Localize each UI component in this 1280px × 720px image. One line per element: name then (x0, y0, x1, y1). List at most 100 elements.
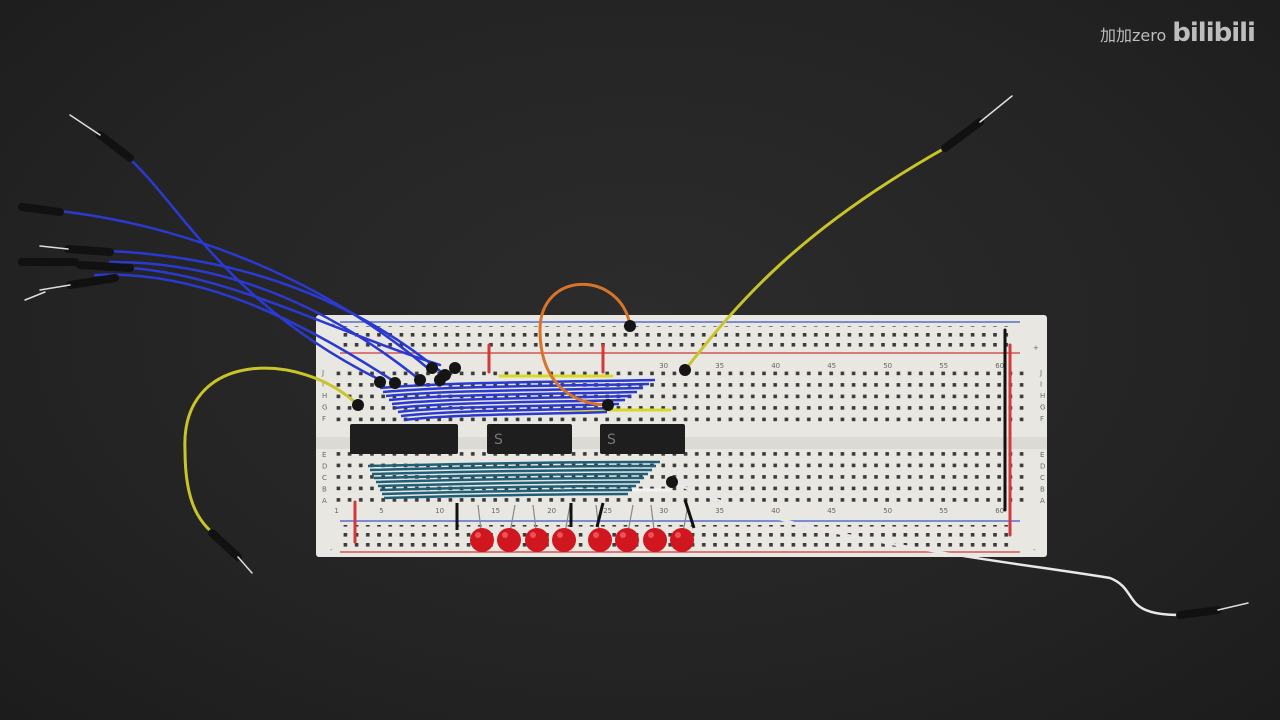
row-label: G (1040, 404, 1045, 412)
led-highlight (593, 532, 599, 538)
column-label: 1 (334, 507, 338, 515)
row-label: I (322, 381, 324, 389)
teal-jumper (369, 464, 657, 472)
red-led (670, 528, 694, 552)
red-led (588, 528, 612, 552)
row-label: F (322, 415, 326, 423)
watermark: 加加zero bilibili (1100, 20, 1256, 46)
column-label: 55 (939, 362, 948, 370)
blue-jumper (382, 382, 650, 394)
led-highlight (675, 532, 681, 538)
row-label: J (1039, 369, 1042, 377)
column-label: 10 (435, 507, 444, 515)
column-label: 30 (659, 362, 668, 370)
board-plugs (352, 320, 691, 488)
led-highlight (557, 532, 563, 538)
top-rail-holes (340, 326, 1010, 348)
teal-jumper (371, 468, 653, 476)
column-label: 20 (547, 507, 556, 515)
column-label: 35 (715, 362, 724, 370)
led-highlight (648, 532, 654, 538)
row-label: J (321, 369, 324, 377)
plug-head (352, 399, 364, 411)
plug-head (666, 476, 678, 488)
row-label: E (1040, 451, 1044, 459)
teal-jumper (375, 476, 645, 484)
ic-chip-1 (350, 424, 458, 454)
chip-logo: S (607, 432, 616, 448)
row-label: D (1040, 463, 1045, 471)
plug-head (624, 320, 636, 332)
row-label: C (1040, 474, 1045, 482)
blue-jumper (385, 386, 644, 398)
red-led (615, 528, 639, 552)
plug-head (434, 374, 446, 386)
row-label: C (322, 474, 327, 482)
plug-head (374, 376, 386, 388)
blue-jumper (379, 378, 656, 390)
row-label: I (1040, 381, 1042, 389)
wire-plugs (18, 95, 1249, 619)
row-label: D (322, 463, 327, 471)
row-label: F (1040, 415, 1044, 423)
blue-jumper (403, 410, 608, 422)
column-label: 30 (659, 507, 668, 515)
teal-jumper (367, 460, 661, 468)
row-label: G (322, 404, 327, 412)
blue-jumper (400, 406, 614, 418)
red-led (525, 528, 549, 552)
rail-mark: - (1033, 546, 1036, 554)
red-led (643, 528, 667, 552)
blue-jumper (391, 394, 632, 406)
column-label: 35 (715, 507, 724, 515)
blue-jumper (394, 398, 626, 410)
ic-chip-3 (600, 424, 685, 454)
plug-head (449, 362, 461, 374)
lower-terminal-holes (333, 450, 1025, 508)
teal-jumper (377, 480, 641, 488)
led-row (455, 499, 696, 552)
row-label: A (322, 497, 327, 505)
teal-jumper-bundle (367, 460, 661, 500)
column-label: 60 (995, 507, 1004, 515)
column-label: 40 (771, 362, 780, 370)
rail-mark: - (330, 546, 333, 554)
column-label: 40 (771, 507, 780, 515)
teal-jumper (379, 484, 637, 492)
column-label: 50 (883, 362, 892, 370)
row-label: H (322, 392, 327, 400)
column-label: 55 (939, 507, 948, 515)
red-led (552, 528, 576, 552)
led-highlight (502, 532, 508, 538)
rail-mark: + (1033, 344, 1039, 352)
watermark-user: 加加zero (1100, 26, 1167, 45)
teal-jumper (381, 488, 633, 496)
led-highlight (620, 532, 626, 538)
teal-jumper (373, 472, 649, 480)
column-label: 45 (827, 507, 836, 515)
plug-head (426, 362, 438, 374)
plug-head (679, 364, 691, 376)
red-led (497, 528, 521, 552)
black-jumper (595, 502, 605, 528)
row-label: B (322, 486, 327, 494)
row-label: A (1040, 497, 1045, 505)
ic-chip-2 (487, 424, 572, 454)
column-label: 50 (883, 507, 892, 515)
plug-head (414, 374, 426, 386)
row-label: H (1040, 392, 1045, 400)
row-label: B (1040, 486, 1045, 494)
red-led (470, 528, 494, 552)
column-label: 15 (491, 507, 500, 515)
column-label: 60 (995, 362, 1004, 370)
plug-head (389, 377, 401, 389)
black-jumper (683, 499, 696, 529)
led-highlight (475, 532, 481, 538)
plug-head (602, 399, 614, 411)
row-label: E (322, 451, 326, 459)
teal-jumper (383, 492, 629, 500)
column-label: 5 (379, 507, 383, 515)
